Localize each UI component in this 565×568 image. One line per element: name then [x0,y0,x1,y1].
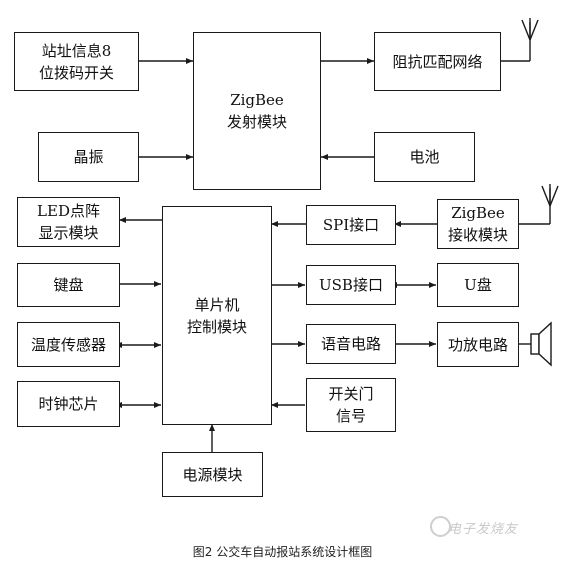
door-signal-block: 开关门 信号 [306,378,396,432]
figure-caption: 图2 公交车自动报站系统设计框图 [192,545,373,559]
antenna-icon [500,18,539,62]
spi-block: SPI接口 [306,205,396,245]
impedance-network-block: 阻抗匹配网络 [374,32,501,91]
mcu-block: 单片机 控制模块 [162,206,272,425]
zigbee-tx-block: ZigBee 发射模块 [193,32,321,190]
battery-block: 电池 [374,132,475,182]
station-switch-block: 站址信息8 位拨码开关 [14,32,139,91]
keyboard-block: 键盘 [17,263,120,307]
speaker-icon [519,321,552,367]
led-display-block: LED点阵 显示模块 [17,197,120,247]
watermark: 电子发烧友 [448,522,519,537]
udisk-block: U盘 [437,263,519,307]
zigbee-rx-block: ZigBee 接收模块 [437,199,519,249]
crystal-block: 晶振 [38,132,139,182]
temp-sensor-block: 温度传感器 [17,322,120,367]
amplifier-block: 功放电路 [437,322,519,367]
voice-circuit-block: 语音电路 [306,324,396,364]
watermark-logo-icon [430,516,451,537]
clock-chip-block: 时钟芯片 [17,381,120,427]
power-block: 电源模块 [162,452,263,497]
antenna-icon [518,184,559,225]
usb-block: USB接口 [306,265,396,305]
